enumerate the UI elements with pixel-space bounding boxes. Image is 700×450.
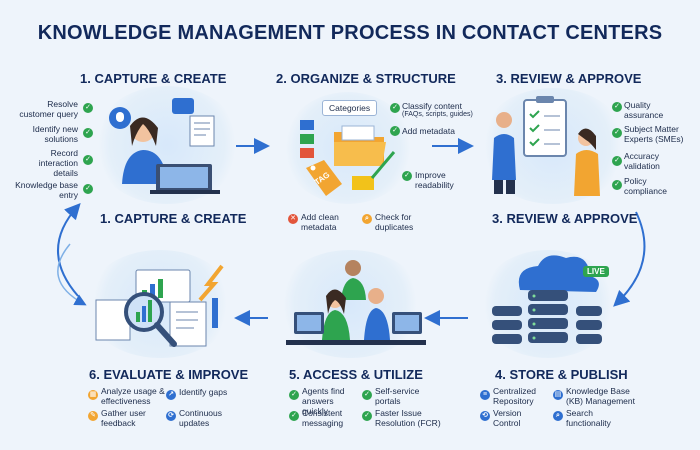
store-illustration — [492, 255, 602, 344]
review-item: Quality assurance — [624, 100, 664, 120]
access-item: Consistent messaging — [302, 408, 344, 428]
check-icon: ✓ — [289, 411, 299, 421]
arrow-review-to-store — [613, 211, 646, 307]
organize-item-note: (FAQs, scripts, guides) — [402, 111, 473, 118]
access-item: Agents find answers quickly — [302, 386, 345, 416]
check-icon: ✓ — [402, 171, 412, 181]
store-item: Knowledge Base (KB) Management — [566, 386, 635, 406]
check-icon: ✓ — [362, 411, 372, 421]
stage-organize-title: 2. ORGANIZE & STRUCTURE — [276, 71, 456, 86]
stage-store-title: 4. STORE & PUBLISH — [495, 367, 628, 382]
check-icon: ✓ — [83, 103, 93, 113]
database-icon: ≡ — [480, 390, 490, 400]
arrow-icon: ↗ — [166, 390, 176, 400]
x-icon: ✕ — [288, 214, 298, 224]
organize-item: Add metadata — [402, 126, 455, 136]
organize-bottom-item: Check for duplicates — [375, 212, 414, 232]
check-icon: ✓ — [612, 180, 622, 190]
review-item: Subject Matter Experts (SMEs) — [624, 124, 684, 144]
review-item: Policy compliance — [624, 176, 667, 196]
stage-review-title: 3. REVIEW & APPROVE — [496, 71, 642, 86]
check-icon: ✓ — [612, 128, 622, 138]
search-icon: ⌕ — [362, 214, 372, 224]
store-item: Version Control — [493, 408, 522, 428]
stage-capture-bottom-title: 1. CAPTURE & CREATE — [100, 211, 247, 226]
search-icon: ⌕ — [553, 411, 563, 421]
check-icon: ✓ — [390, 103, 400, 113]
stage-capture-title: 1. CAPTURE & CREATE — [80, 71, 227, 86]
organize-illustration — [300, 120, 396, 196]
access-item: Self-service portals — [375, 386, 420, 406]
organize-item: Improve readability — [415, 170, 454, 190]
check-icon: ✓ — [289, 390, 299, 400]
evaluate-illustration — [95, 264, 224, 347]
version-icon: ⟲ — [480, 411, 490, 421]
check-icon: ✓ — [83, 128, 93, 138]
organize-item: Classify content — [402, 101, 462, 111]
refresh-icon: ⟳ — [166, 411, 176, 421]
check-icon: ✓ — [83, 184, 93, 194]
repository-icon: ▤ — [553, 390, 563, 400]
stage-access-title: 5. ACCESS & UTILIZE — [289, 367, 423, 382]
stage-review-bottom-title: 3. REVIEW & APPROVE — [492, 211, 638, 226]
live-badge: LIVE — [583, 266, 609, 277]
arrow-capture-loop — [57, 243, 87, 306]
feedback-icon: ✎ — [88, 411, 98, 421]
review-illustration — [492, 96, 600, 196]
flow-arrows — [57, 138, 646, 326]
access-illustration — [286, 260, 426, 345]
evaluate-item: Identify gaps — [179, 387, 228, 397]
capture-item: Identify new solutions — [32, 124, 78, 144]
categories-label: Categories — [322, 100, 378, 116]
capture-illustration — [109, 98, 220, 194]
evaluate-item: Continuous updates — [179, 408, 223, 428]
evaluate-item: Gather user feedback — [101, 408, 146, 428]
store-item: Centralized Repository — [493, 386, 536, 406]
check-icon: ✓ — [83, 155, 93, 165]
organize-bottom-item: Add clean metadata — [301, 212, 339, 232]
arrow-evaluate-to-capture — [57, 203, 81, 297]
capture-item: Record interaction details — [38, 148, 78, 178]
evaluate-item: Analyze usage & effectiveness — [101, 386, 165, 406]
check-icon: ✓ — [390, 126, 400, 136]
check-icon: ✓ — [612, 102, 622, 112]
check-icon: ✓ — [612, 156, 622, 166]
stage-evaluate-title: 6. EVALUATE & IMPROVE — [89, 367, 249, 382]
page-title: KNOWLEDGE MANAGEMENT PROCESS IN CONTACT … — [37, 22, 663, 44]
access-item: Faster Issue Resolution (FCR) — [375, 408, 441, 428]
store-item: Search functionality — [566, 408, 611, 428]
chart-icon: ▦ — [88, 390, 98, 400]
review-item: Accuracy validation — [624, 151, 660, 171]
check-icon: ✓ — [362, 390, 372, 400]
capture-item: Resolve customer query — [19, 99, 78, 119]
capture-item: Knowledge base entry — [15, 180, 78, 200]
